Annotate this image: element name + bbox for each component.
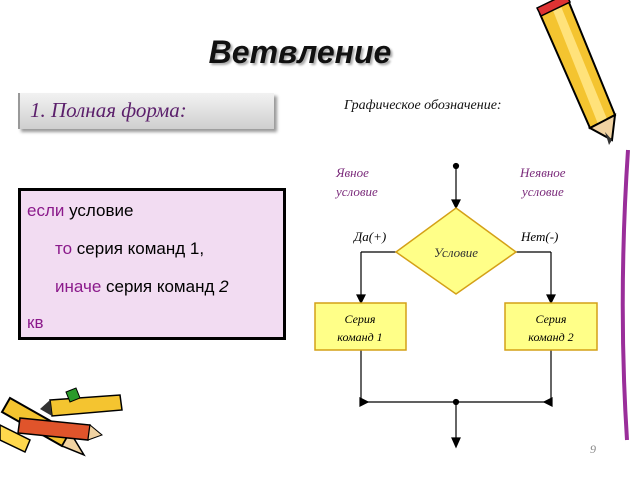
series2-line2: команд 2: [528, 330, 573, 344]
code-line-if: если условие: [27, 201, 133, 221]
implicit-label-line2: условие: [520, 184, 564, 199]
explicit-label-line1: Явное: [335, 165, 369, 180]
condition-diamond: [394, 207, 518, 295]
series1-line1: Серия: [345, 312, 376, 326]
subheading-banner: 1. Полная форма:: [18, 93, 274, 129]
pseudocode-box: если условие то серия команд 1, иначе се…: [18, 188, 286, 340]
code-condition: условие: [64, 201, 134, 220]
code-line-then: то серия команд 1,: [55, 239, 204, 259]
subheading-text: 1. Полная форма:: [30, 98, 187, 122]
series2-line1: Серия: [536, 312, 567, 326]
explicit-label-line2: условие: [334, 184, 378, 199]
page-number: 9: [590, 442, 596, 456]
no-label: Нет(-): [520, 229, 558, 244]
flowchart: [356, 162, 556, 449]
implicit-label-line1: Неявное: [519, 165, 566, 180]
code-line-else: иначе серия команд 2: [55, 277, 229, 297]
pencil-top-right-icon: [535, 0, 617, 145]
keyword-if: если: [27, 201, 65, 220]
code-else-number: 2: [219, 277, 229, 296]
series1-line2: команд 1: [337, 330, 382, 344]
right-edge-stroke: [620, 149, 630, 441]
keyword-end: кв: [27, 313, 44, 332]
series-box-2: [504, 302, 598, 351]
keyword-then: то: [55, 239, 73, 258]
graphic-caption: Графическое обозначение:: [344, 98, 502, 113]
keyword-else: иначе: [55, 277, 102, 296]
code-line-end: кв: [27, 313, 43, 333]
code-else-text: серия команд: [101, 277, 220, 296]
condition-text: Условие: [434, 245, 478, 260]
pencils-bottom-left-icon: [0, 387, 123, 457]
yes-label: Да(+): [352, 229, 386, 244]
slide-title: Ветвление: [208, 34, 392, 70]
code-then-text: серия команд 1,: [72, 239, 205, 258]
series-box-1: [314, 302, 407, 351]
